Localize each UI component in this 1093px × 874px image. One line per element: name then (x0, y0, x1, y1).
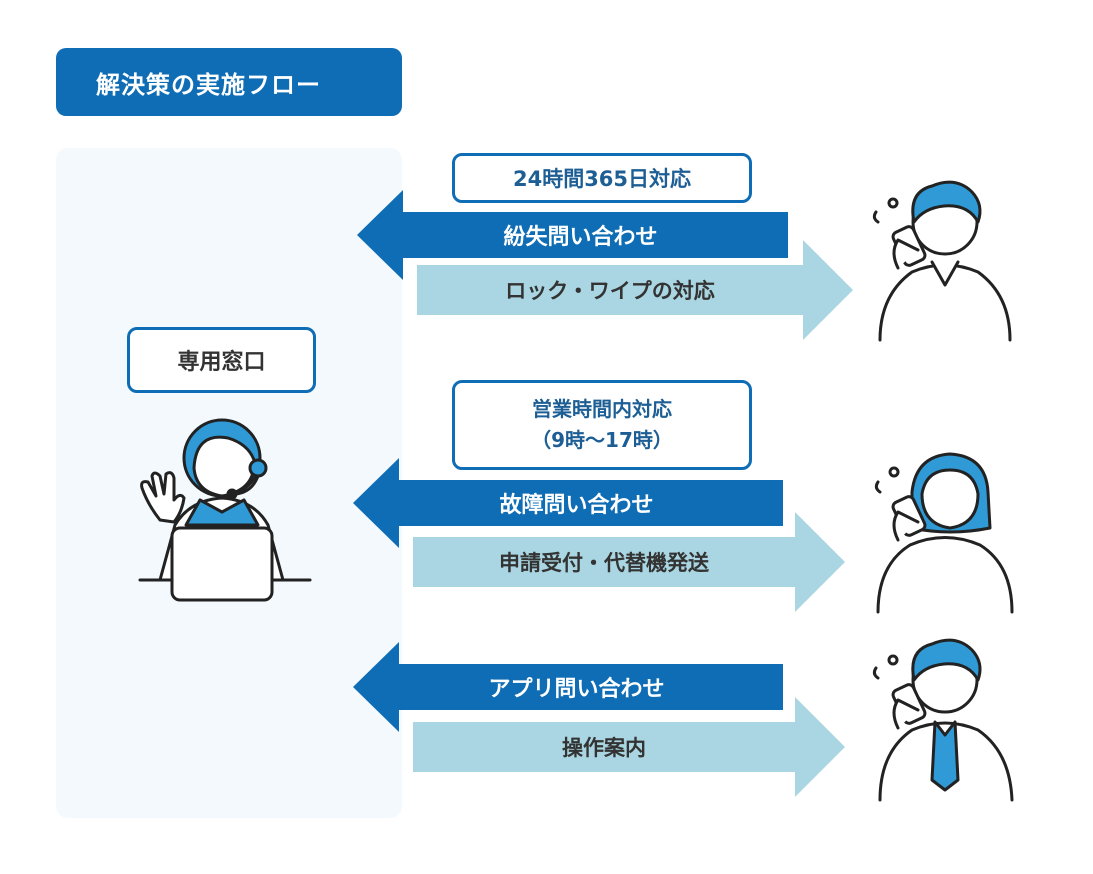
response-label-3: 操作案内 (562, 736, 646, 760)
response-arrow-1 (417, 240, 853, 340)
hours-24-badge: 24時間365日対応 (452, 153, 752, 203)
hours-business-badge: 営業時間内対応 （9時〜17時） (452, 380, 752, 470)
response-arrow-3 (413, 697, 845, 797)
inquiry-label-2: 故障問い合わせ (499, 493, 654, 518)
hours-business-line1: 営業時間内対応 (532, 397, 672, 421)
response-label-2: 申請受付・代替機発送 (499, 551, 709, 575)
support-desk-label: 専用窓口 (127, 327, 316, 393)
customer-casual-man (872, 180, 1012, 342)
response-label-1: ロック・ワイプの対応 (505, 279, 715, 303)
response-arrow-2 (413, 512, 845, 612)
customer-business-man (872, 638, 1014, 802)
inquiry-arrow-2 (353, 458, 783, 548)
hours-business-line2: （9時〜17時） (531, 428, 673, 452)
inquiry-label-3: アプリ問い合わせ (488, 677, 665, 702)
customer-woman (874, 452, 1014, 614)
inquiry-label-1: 紛失問い合わせ (503, 225, 658, 250)
inquiry-arrow-1 (357, 190, 788, 280)
operator-illustration (138, 418, 312, 602)
inquiry-arrow-3 (353, 642, 783, 732)
page-title: 解決策の実施フロー (56, 48, 402, 116)
